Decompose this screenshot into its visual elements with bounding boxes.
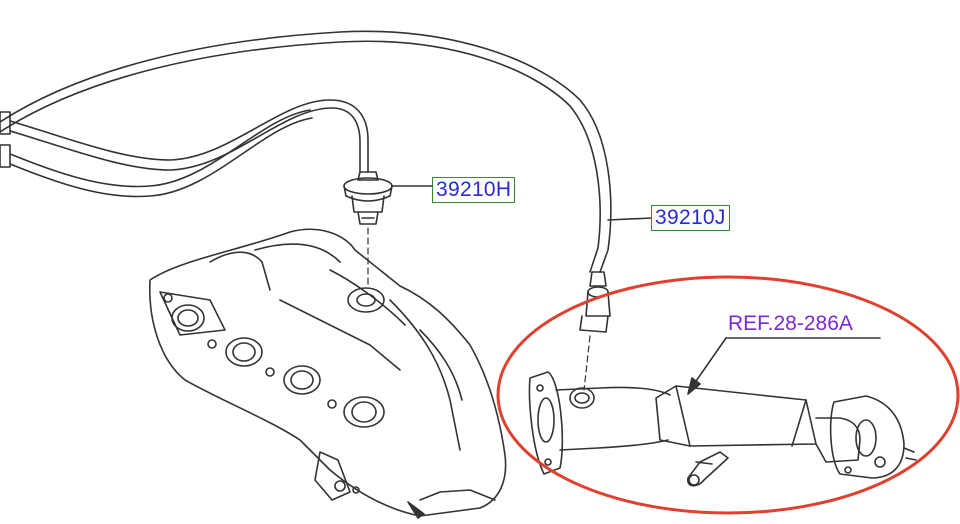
oxygen-sensor-j <box>579 271 611 391</box>
front-pipe <box>528 371 917 487</box>
highlight-ellipse <box>496 275 960 515</box>
bottom-leader-arrow <box>407 501 425 519</box>
reference-leader <box>687 337 881 395</box>
sensor-h-wire <box>0 99 369 198</box>
part-label-39210h[interactable]: 39210H <box>432 177 516 203</box>
part-label-39210j[interactable]: 39210J <box>651 205 730 231</box>
exhaust-manifold <box>149 228 507 517</box>
sensor-j-wire <box>0 30 653 273</box>
reference-label[interactable]: REF.28-286A <box>728 312 853 335</box>
oxygen-sensor-h <box>343 171 433 287</box>
